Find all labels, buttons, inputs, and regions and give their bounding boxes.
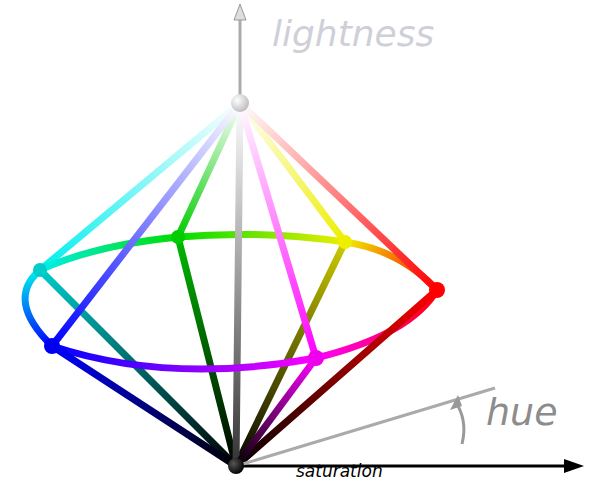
axis-label: lightness <box>272 14 434 54</box>
axis-label: saturation <box>296 462 383 481</box>
axis-label: hue <box>486 392 558 434</box>
